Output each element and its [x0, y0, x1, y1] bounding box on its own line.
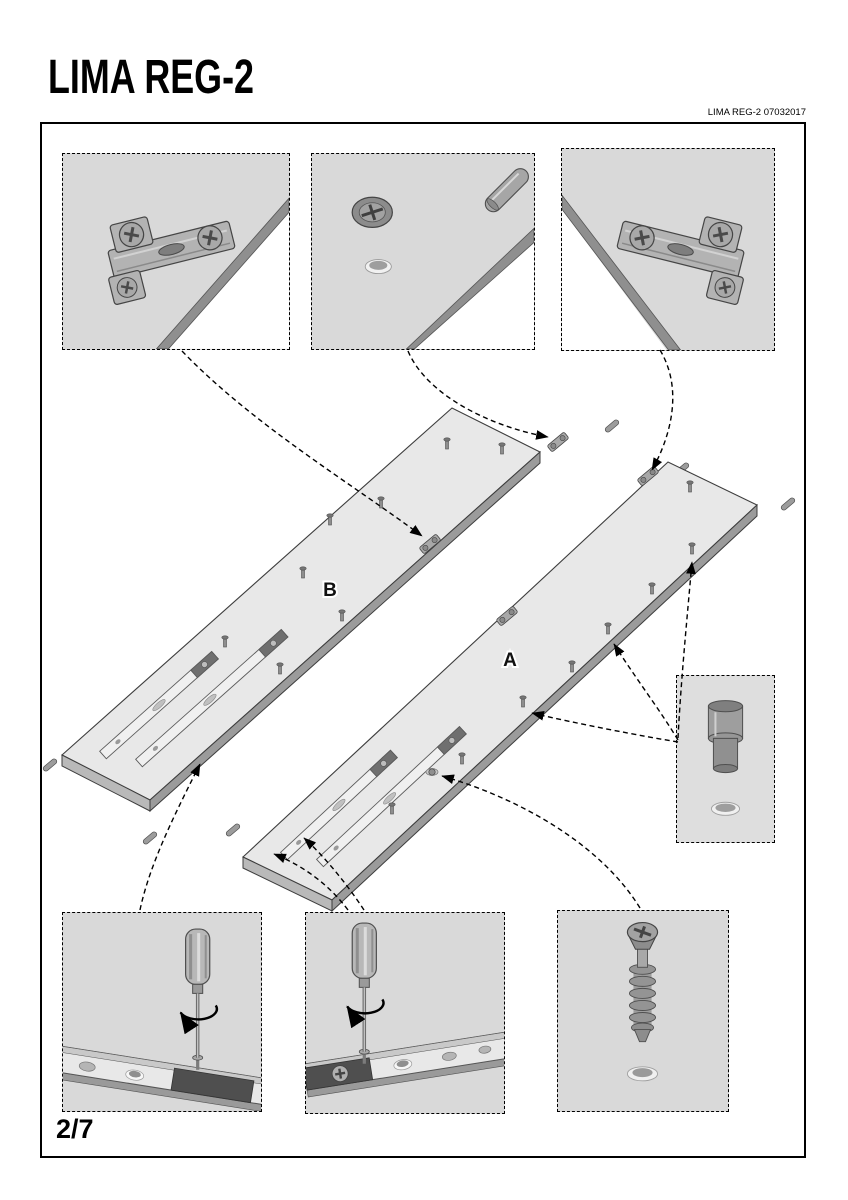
mounting-plate-illustration — [562, 194, 774, 350]
rotate-arrow-icon — [346, 998, 385, 1029]
panel-b-label: B — [323, 580, 337, 601]
callout-arrows — [139, 349, 696, 911]
callout-mounting-plate-left — [62, 153, 290, 350]
plug-illustration — [707, 700, 744, 816]
drawer-rail-icon — [63, 1045, 261, 1111]
callout-screwdriver-center — [305, 912, 505, 1114]
arrow-plate-right — [651, 349, 674, 471]
arrow-plate-left — [181, 350, 423, 537]
diagram-frame: B — [40, 122, 806, 1158]
doc-ref: LIMA REG-2 07032017 — [707, 107, 806, 118]
rotate-arrow-icon — [179, 1004, 219, 1035]
cam-lock-icon — [351, 196, 393, 228]
drawer-rail — [279, 749, 398, 861]
drawer-rail — [99, 650, 219, 760]
arrow-cam — [407, 350, 549, 440]
arrow-rail-center-1 — [273, 853, 349, 911]
panel-a-label: A — [503, 650, 517, 671]
plug-icon — [707, 700, 744, 774]
drill-hole-icon — [626, 1066, 659, 1082]
screwdriver-rail-illustration — [63, 927, 261, 1111]
cam-bolt-icon — [626, 921, 659, 1043]
drawer-rail-icon — [306, 1030, 504, 1098]
arrow-rail-left — [139, 763, 201, 911]
drawer-rail — [135, 628, 289, 768]
callout-plug — [676, 675, 775, 843]
arrow-plug-2 — [613, 643, 679, 741]
callout-cam-and-dowel — [311, 153, 535, 350]
arrow-cam-bolt — [441, 774, 641, 909]
callout-mounting-plate-right — [561, 148, 775, 351]
screw-in-hole — [425, 768, 439, 776]
drill-hole-icon — [710, 801, 741, 816]
callout-cam-bolt — [557, 910, 729, 1112]
page-number: 2/7 — [56, 1114, 94, 1144]
page-title: LIMA REG-2 — [48, 49, 254, 104]
panel-b: B — [61, 407, 570, 813]
wood-dowel-icon — [484, 168, 529, 213]
mounting-plate-illustration — [63, 154, 289, 349]
arrow-plug-3 — [531, 711, 679, 743]
drill-hole-icon — [364, 259, 392, 275]
drawer-rail — [315, 725, 467, 868]
callout-screwdriver-left — [62, 912, 262, 1112]
arrow-rail-center-2 — [303, 837, 365, 911]
cam-dowel-illustration — [351, 168, 534, 349]
cam-bolt-illustration — [626, 921, 659, 1082]
screwdriver-rail-illustration — [306, 921, 504, 1098]
